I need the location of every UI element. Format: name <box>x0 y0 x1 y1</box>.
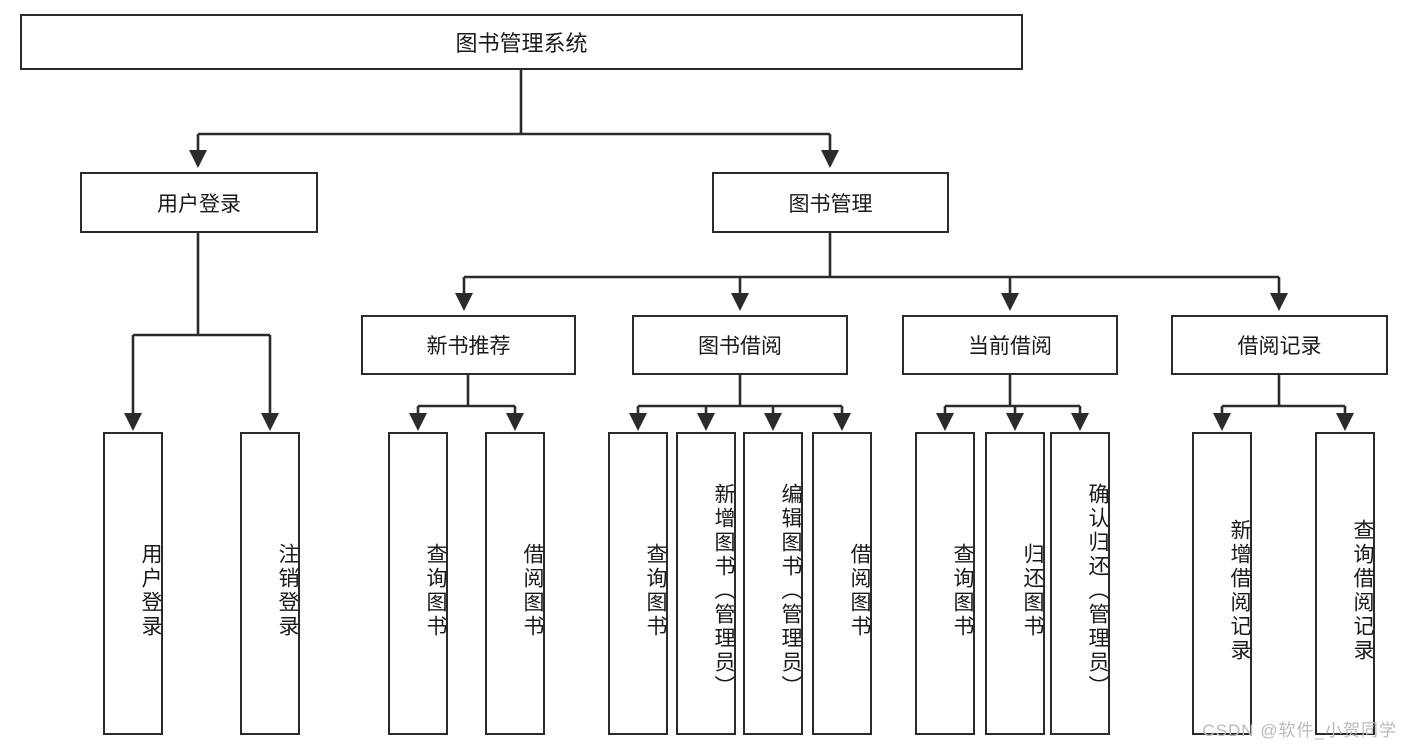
node-current-borrow-label: 当前借阅 <box>968 335 1052 358</box>
leaf-query-book-current-label: 查询图书 <box>951 542 974 639</box>
leaf-add-book-admin-label: 新增图书（管理员） <box>712 482 735 699</box>
leaf-query-borrow-record[interactable]: 查询借阅记录 <box>1315 432 1375 735</box>
leaf-confirm-return-admin[interactable]: 确认归还（管理员） <box>1050 432 1110 735</box>
leaf-logout[interactable]: 注销登录 <box>240 432 300 735</box>
node-new-book-recommend-label: 新书推荐 <box>426 335 511 358</box>
leaf-edit-book-admin[interactable]: 编辑图书（管理员） <box>743 432 803 735</box>
leaf-user-login-label: 用户登录 <box>139 542 162 639</box>
leaf-return-book-label: 归还图书 <box>1021 542 1044 639</box>
leaf-query-borrow-record-label: 查询借阅记录 <box>1351 518 1374 663</box>
leaf-borrow-book-new[interactable]: 借阅图书 <box>485 432 545 735</box>
node-borrow-record-label: 借阅记录 <box>1237 335 1322 358</box>
node-root-label: 图书管理系统 <box>455 31 588 56</box>
node-user-login-label: 用户登录 <box>157 192 241 216</box>
node-current-borrow[interactable]: 当前借阅 <box>902 315 1118 375</box>
leaf-query-book-borrow[interactable]: 查询图书 <box>608 432 668 735</box>
node-new-book-recommend[interactable]: 新书推荐 <box>361 315 576 375</box>
leaf-add-book-admin[interactable]: 新增图书（管理员） <box>676 432 736 735</box>
leaf-query-book-new[interactable]: 查询图书 <box>388 432 448 735</box>
leaf-borrow-book-label: 借阅图书 <box>848 542 871 639</box>
leaf-borrow-book-new-label: 借阅图书 <box>521 542 544 639</box>
leaf-add-borrow-record[interactable]: 新增借阅记录 <box>1192 432 1252 735</box>
leaf-query-book-current[interactable]: 查询图书 <box>915 432 975 735</box>
leaf-confirm-return-admin-label: 确认归还（管理员） <box>1086 482 1109 699</box>
leaf-query-book-new-label: 查询图书 <box>424 542 447 639</box>
leaf-logout-label: 注销登录 <box>276 542 299 639</box>
leaf-borrow-book[interactable]: 借阅图书 <box>812 432 872 735</box>
node-root[interactable]: 图书管理系统 <box>20 14 1023 70</box>
leaf-user-login[interactable]: 用户登录 <box>103 432 163 735</box>
node-book-management-label: 图书管理 <box>788 192 873 216</box>
node-book-management[interactable]: 图书管理 <box>712 172 949 233</box>
node-book-borrow-label: 图书借阅 <box>698 335 782 358</box>
node-borrow-record[interactable]: 借阅记录 <box>1171 315 1388 375</box>
leaf-query-book-borrow-label: 查询图书 <box>644 542 667 639</box>
leaf-edit-book-admin-label: 编辑图书（管理员） <box>779 482 802 699</box>
csdn-watermark: CSDN @软件_小贺同学 <box>1202 721 1397 740</box>
node-user-login[interactable]: 用户登录 <box>80 172 318 233</box>
leaf-return-book[interactable]: 归还图书 <box>985 432 1045 735</box>
node-book-borrow[interactable]: 图书借阅 <box>632 315 848 375</box>
leaf-add-borrow-record-label: 新增借阅记录 <box>1228 518 1251 663</box>
